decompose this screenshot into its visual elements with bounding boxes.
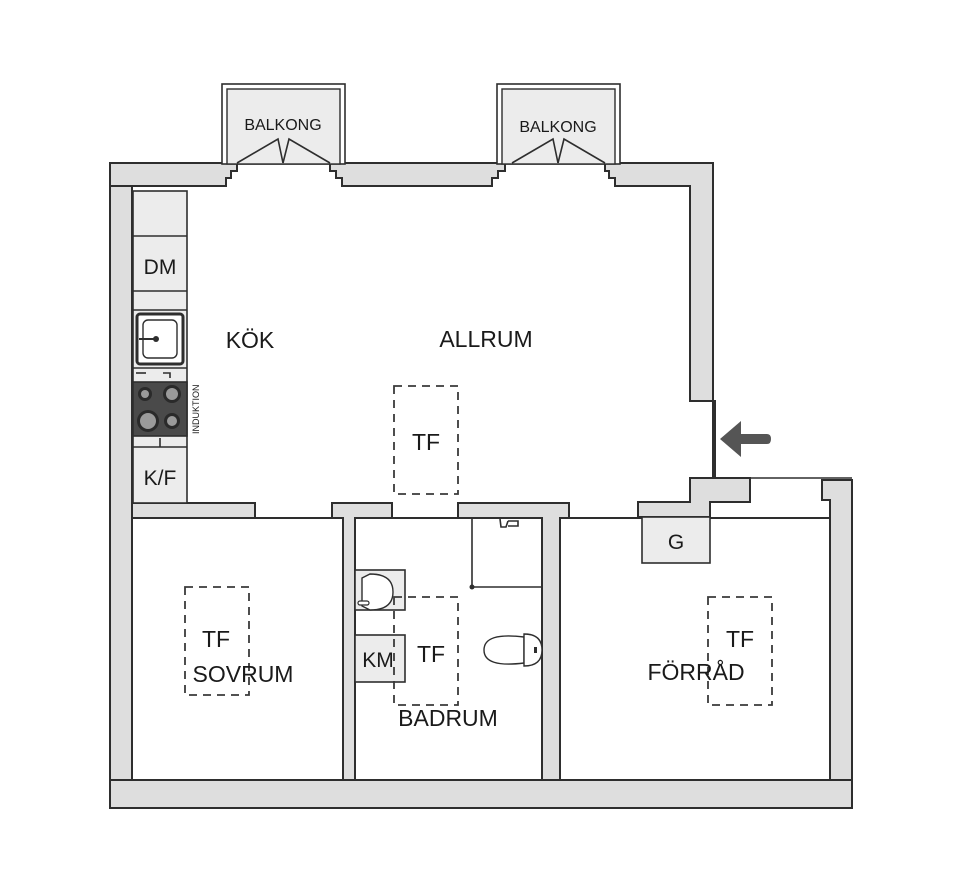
balcony-label: BALKONG xyxy=(519,119,596,136)
tf-marker-sovrum xyxy=(184,586,250,696)
tf-marker-forrad xyxy=(707,596,773,706)
fridge-freezer-label: K/F xyxy=(144,467,177,490)
balcony-label: BALKONG xyxy=(244,117,321,134)
room-label-kok: KÖK xyxy=(226,327,275,353)
svg-text:TF: TF xyxy=(726,626,754,652)
balcony-right: BALKONG xyxy=(496,83,621,165)
room-label-forrad: FÖRRÅD xyxy=(647,658,744,685)
room-label-badrum: BADRUM xyxy=(398,705,498,731)
balcony-left: BALKONG xyxy=(221,83,346,165)
svg-text:TF: TF xyxy=(202,626,230,652)
bathroom-fixtures: KM xyxy=(354,518,543,683)
shower-tap-icon xyxy=(499,518,519,528)
svg-text:TF: TF xyxy=(412,429,440,455)
tf-markers: TF TF TF TF xyxy=(184,385,773,706)
washing-machine-label: KM xyxy=(362,649,394,672)
partition-walls xyxy=(109,163,853,809)
washbasin-icon xyxy=(357,573,394,611)
room-sovrum xyxy=(131,517,344,781)
tf-marker-badrum xyxy=(393,596,459,706)
tf-marker-allrum xyxy=(393,385,459,495)
svg-text:TF: TF xyxy=(417,641,445,667)
sink-icon xyxy=(135,312,185,366)
g-unit-label: G xyxy=(668,531,684,554)
room-label-allrum: ALLRUM xyxy=(439,326,532,352)
kitchen-counter: DM INDUKTION K/F xyxy=(132,190,201,504)
toilet-icon xyxy=(483,633,543,667)
induction-stove-icon xyxy=(132,381,188,437)
induction-label: INDUKTION xyxy=(191,385,201,435)
room-labels: KÖK ALLRUM SOVRUM BADRUM FÖRRÅD xyxy=(193,326,745,731)
dishwasher-label: DM xyxy=(144,256,177,279)
arrow-left-icon xyxy=(720,421,771,457)
room-label-sovrum: SOVRUM xyxy=(193,661,294,687)
g-unit: G xyxy=(641,516,711,564)
